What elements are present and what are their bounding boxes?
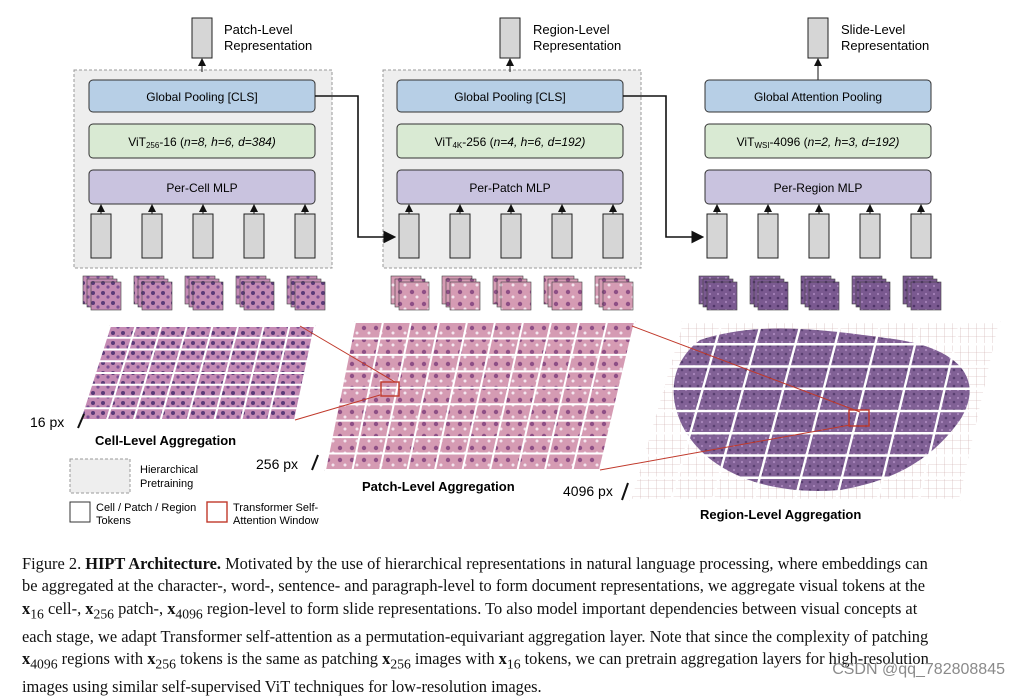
token: [141, 213, 163, 259]
token: [757, 213, 779, 259]
global-pooling-box: [704, 79, 932, 113]
attention-window: [380, 381, 400, 397]
legend-pretraining-label: Hierarchical: [140, 464, 198, 476]
token: [602, 213, 624, 259]
legend-token-swatch: [69, 501, 91, 523]
watermark: CSDN @qq_782808845: [832, 661, 1005, 678]
token: [243, 213, 265, 259]
vit-label: ViT4K-256 (n=4, h=6, d=192): [435, 135, 586, 150]
legend: Hierarchical Pretraining Cell / Patch / …: [69, 458, 319, 527]
patch-level-grid: [324, 321, 636, 471]
output-label: Representation: [224, 38, 312, 53]
tile-thumbnail: [398, 281, 430, 311]
token: [551, 213, 573, 259]
column-patch-level: Region-Level Representation Global Pooli…: [396, 17, 624, 259]
token: [192, 213, 214, 259]
output-label: Region-Level: [533, 22, 610, 37]
connector-arrow: [623, 95, 705, 244]
region-level-label: Region-Level Aggregation: [700, 507, 861, 522]
output-label: Slide-Level: [841, 22, 905, 37]
legend-window-label: Transformer Self-: [233, 502, 319, 514]
tile-thumbnail: [602, 281, 634, 311]
region-level-grid: [628, 320, 1002, 502]
connector-arrow: [315, 95, 397, 244]
tile-thumbnail: [243, 281, 275, 311]
token: [90, 213, 112, 259]
cell-px-label: 16 px: [30, 414, 64, 430]
output-token: [499, 17, 521, 59]
tile-thumbnail: [141, 281, 173, 311]
token-row: [398, 204, 624, 259]
vit-label: ViTWSI-4096 (n=2, h=3, d=192): [737, 135, 900, 150]
tile-thumbnail: [706, 281, 738, 311]
token: [859, 213, 881, 259]
token: [449, 213, 471, 259]
token: [706, 213, 728, 259]
mlp-label: Per-Patch MLP: [469, 181, 550, 195]
legend-window-swatch: [206, 501, 228, 523]
tile-thumbnail: [192, 281, 224, 311]
patch-level-label: Patch-Level Aggregation: [362, 479, 515, 494]
token: [500, 213, 522, 259]
output-label: Representation: [841, 38, 929, 53]
token: [808, 213, 830, 259]
vit-label: ViT256-16 (n=8, h=6, d=384): [128, 135, 276, 150]
pooling-label: Global Pooling [CLS]: [454, 90, 565, 104]
thumbnail-stacks: [82, 275, 942, 311]
mlp-label: Per-Region MLP: [774, 181, 863, 195]
token-row: [90, 204, 316, 259]
token: [910, 213, 932, 259]
tile-thumbnail: [757, 281, 789, 311]
patch-px-label: 256 px: [256, 456, 298, 472]
legend-pretraining-label: Pretraining: [140, 478, 193, 490]
tile-thumbnail: [90, 281, 122, 311]
tile-thumbnail: [910, 281, 942, 311]
region-px-label: 4096 px: [563, 483, 613, 499]
vit-box: [396, 123, 624, 159]
cell-level-grid: [79, 325, 316, 421]
vit-box: [88, 123, 316, 159]
token: [398, 213, 420, 259]
output-label: Patch-Level: [224, 22, 293, 37]
tile-thumbnail: [449, 281, 481, 311]
cell-level-label: Cell-Level Aggregation: [95, 433, 236, 448]
legend-window-label: Attention Window: [233, 515, 319, 527]
tile-thumbnail: [294, 281, 326, 311]
pooling-label: Global Attention Pooling: [754, 90, 882, 104]
legend-token-label: Cell / Patch / Region: [96, 502, 196, 514]
tile-thumbnail: [808, 281, 840, 311]
legend-token-label: Tokens: [96, 515, 131, 527]
mlp-label: Per-Cell MLP: [166, 181, 237, 195]
output-token: [191, 17, 213, 59]
hipt-architecture-figure: Patch-Level Representation Global Poolin…: [30, 17, 1002, 527]
vit-box: [704, 123, 932, 159]
column-cell-level: Patch-Level Representation Global Poolin…: [88, 17, 316, 259]
token-row: [706, 204, 932, 259]
figure-caption: Figure 2. HIPT Architecture. Motivated b…: [22, 554, 929, 696]
token: [294, 213, 316, 259]
tile-thumbnail: [551, 281, 583, 311]
output-label: Representation: [533, 38, 621, 53]
tile-thumbnail: [500, 281, 532, 311]
attention-window: [848, 409, 870, 427]
column-region-level: Slide-Level Representation Global Attent…: [704, 17, 932, 259]
legend-pretraining-swatch: [69, 458, 131, 494]
pooling-label: Global Pooling [CLS]: [146, 90, 257, 104]
output-token: [807, 17, 829, 59]
tile-thumbnail: [859, 281, 891, 311]
